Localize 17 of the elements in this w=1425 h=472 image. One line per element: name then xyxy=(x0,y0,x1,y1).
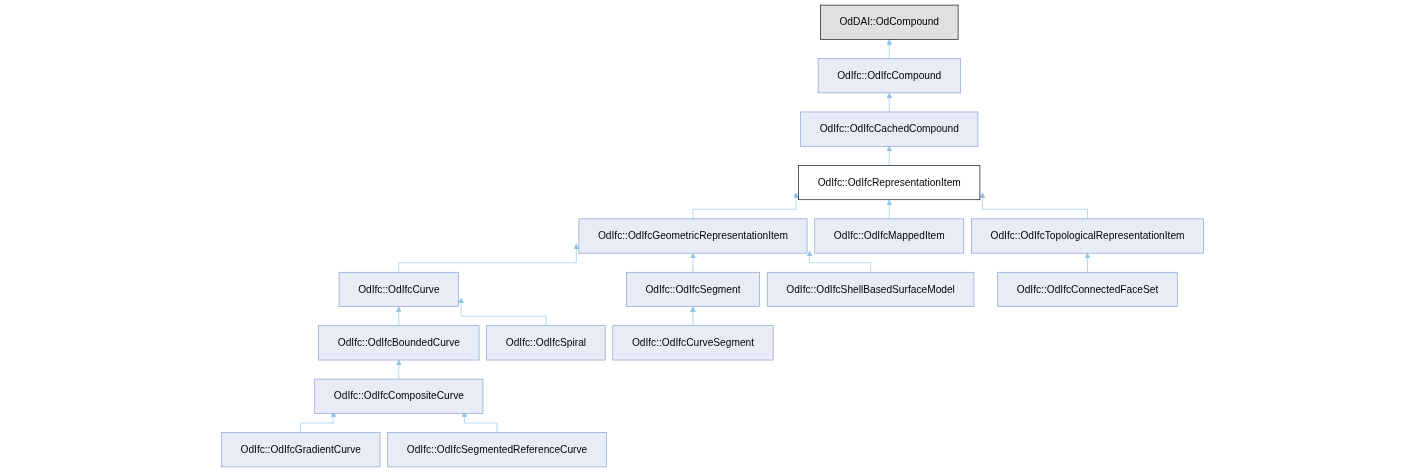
node-box: OdIfc::OdIfcCompositeCurve xyxy=(314,378,484,414)
node-box: OdIfc::OdIfcGradientCurve xyxy=(221,432,381,468)
node-box: OdIfc::OdIfcCurve xyxy=(338,271,459,307)
node-box: OdIfc::OdIfcTopologicalRepresentationItem xyxy=(971,218,1204,254)
node-box: OdIfc::OdIfcCachedCompound xyxy=(800,111,979,147)
node-box: OdIfc::OdIfcCompound xyxy=(817,58,961,94)
node-box: OdIfc::OdIfcSpiral xyxy=(486,325,606,361)
node-box: OdIfc::OdIfcSegment xyxy=(626,271,760,307)
node-box: OdIfc::OdIfcConnectedFaceSet xyxy=(997,271,1178,307)
node-box: OdDAI::OdCompound xyxy=(820,4,959,40)
node-box: OdIfc::OdIfcCurveSegment xyxy=(612,325,774,361)
node-box: OdIfc::OdIfcSegmentedReferenceCurve xyxy=(387,432,607,468)
node-box: OdIfc::OdIfcShellBasedSurfaceModel xyxy=(766,271,975,307)
node-box: OdIfc::OdIfcBoundedCurve xyxy=(318,325,480,361)
node-box: OdIfc::OdIfcMappedItem xyxy=(814,218,965,254)
node-box: OdIfc::OdIfcGeometricRepresentationItem xyxy=(578,218,808,254)
node-box: OdIfc::OdIfcRepresentationItem xyxy=(798,165,981,201)
